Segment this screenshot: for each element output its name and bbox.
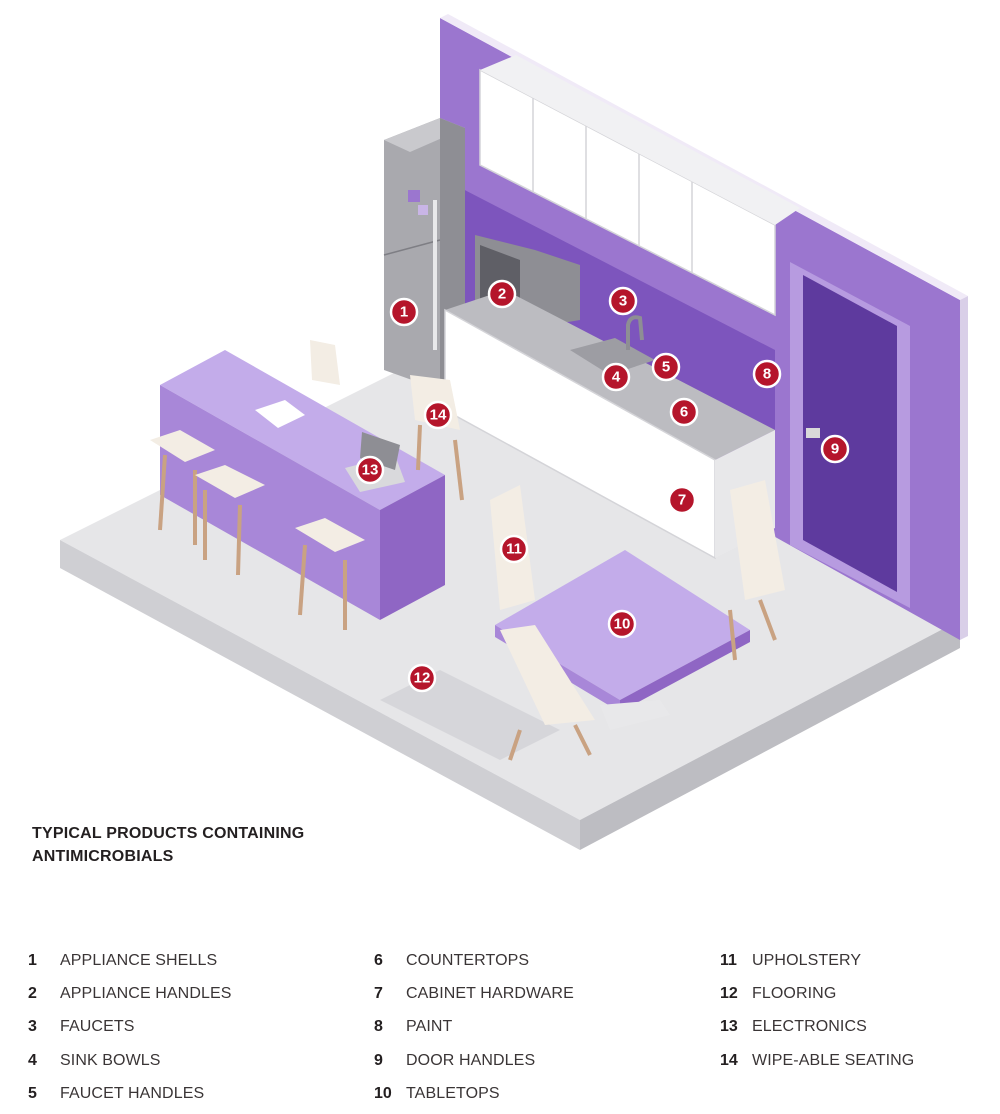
marker-6: 6 [669, 397, 699, 427]
legend-number: 5 [28, 1084, 37, 1102]
door-handle [806, 428, 820, 438]
marker-14: 14 [423, 400, 453, 430]
legend-number: 1 [28, 951, 37, 969]
legend-item: 2 APPLIANCE HANDLES [28, 977, 232, 1010]
svg-text:11: 11 [506, 541, 522, 558]
marker-10: 10 [607, 609, 637, 639]
legend-item: 6 COUNTERTOPS [374, 944, 574, 977]
svg-text:3: 3 [619, 293, 627, 310]
legend-item: 14 WIPE-ABLE SEATING [720, 1044, 914, 1077]
legend-item: 11 UPHOLSTERY [720, 944, 914, 977]
legend-item: 3 FAUCETS [28, 1011, 232, 1044]
legend-number: 9 [374, 1051, 383, 1069]
sink [570, 338, 655, 375]
legend-label: FAUCETS [60, 1018, 135, 1036]
svg-text:8: 8 [763, 366, 771, 383]
legend-item: 12 FLOORING [720, 977, 914, 1010]
legend-item: 9 DOOR HANDLES [374, 1044, 574, 1077]
marker-8: 8 [752, 359, 782, 389]
legend-label: FLOORING [752, 984, 837, 1002]
svg-text:5: 5 [662, 359, 670, 376]
legend-label: SINK BOWLS [60, 1051, 161, 1069]
legend-number: 8 [374, 1018, 383, 1036]
marker-3: 3 [608, 286, 638, 316]
svg-text:4: 4 [612, 369, 621, 386]
legend-label: UPHOLSTERY [752, 951, 862, 969]
legend-number: 13 [720, 1018, 738, 1036]
marker-11: 11 [499, 534, 529, 564]
legend-label: TABLETOPS [406, 1084, 500, 1102]
legend-number: 10 [374, 1084, 392, 1102]
legend-label: WIPE-ABLE SEATING [752, 1051, 915, 1069]
legend-number: 3 [28, 1018, 37, 1036]
legend-label: ELECTRONICS [752, 1018, 867, 1036]
legend-label: APPLIANCE HANDLES [60, 984, 232, 1002]
legend-column-3: 11 UPHOLSTERY 12 FLOORING 13 ELECTRONICS 14… [720, 944, 914, 1077]
heading-line-1: TYPICAL PRODUCTS CONTAINING [32, 825, 305, 842]
marker-7: 7 [667, 485, 697, 515]
legend-label: CABINET HARDWARE [406, 984, 574, 1002]
legend-heading: TYPICAL PRODUCTS CONTAINING ANTIMICROBIA… [32, 822, 362, 868]
svg-text:6: 6 [680, 404, 688, 421]
legend-item: 4 SINK BOWLS [28, 1044, 232, 1077]
marker-2: 2 [487, 279, 517, 309]
legend-item: 1 APPLIANCE SHELLS [28, 944, 232, 977]
legend-item: 13 ELECTRONICS [720, 1011, 914, 1044]
legend-label: APPLIANCE SHELLS [60, 951, 218, 969]
door [790, 262, 910, 608]
marker-1: 1 [389, 297, 419, 327]
legend-item: 8 PAINT [374, 1011, 574, 1044]
svg-text:2: 2 [498, 286, 506, 303]
marker-5: 5 [651, 352, 681, 382]
svg-text:13: 13 [362, 462, 379, 479]
tray [255, 400, 305, 428]
legend-number: 14 [720, 1051, 738, 1069]
svg-text:10: 10 [614, 616, 631, 633]
legend-label: FAUCET HANDLES [60, 1084, 205, 1102]
upper-cabinets [479, 55, 800, 317]
marker-13: 13 [355, 455, 385, 485]
marker-4: 4 [601, 362, 631, 392]
heading-line-2: ANTIMICROBIALS [32, 848, 174, 865]
svg-text:1: 1 [400, 304, 408, 321]
legend-item: 7 CABINET HARDWARE [374, 977, 574, 1010]
svg-text:12: 12 [414, 670, 431, 687]
legend-item: 10 TABLETOPS [374, 1077, 574, 1110]
svg-text:7: 7 [678, 492, 686, 509]
legend-number: 2 [28, 984, 37, 1002]
marker-9: 9 [820, 434, 850, 464]
markers: 1 2 3 4 5 6 7 8 9 10 11 12 13 14 [355, 279, 850, 693]
legend-number: 7 [374, 984, 383, 1002]
legend-item: 5 FAUCET HANDLES [28, 1077, 232, 1110]
legend-label: PAINT [406, 1018, 453, 1036]
legend-label: COUNTERTOPS [406, 951, 530, 969]
faucet [626, 315, 644, 350]
svg-text:9: 9 [831, 441, 839, 458]
legend-number: 6 [374, 951, 383, 969]
svg-text:14: 14 [430, 407, 447, 424]
legend-number: 4 [28, 1051, 37, 1069]
legend-number: 11 [720, 951, 737, 969]
legend-label: DOOR HANDLES [406, 1051, 536, 1069]
kitchen-illustration: 1 2 3 4 5 6 7 8 9 10 11 12 13 14 [60, 14, 968, 850]
marker-12: 12 [407, 663, 437, 693]
legend-number: 12 [720, 984, 738, 1002]
legend-column-2: 6 COUNTERTOPS 7 CABINET HARDWARE 8 PAINT 9 D… [374, 944, 574, 1110]
